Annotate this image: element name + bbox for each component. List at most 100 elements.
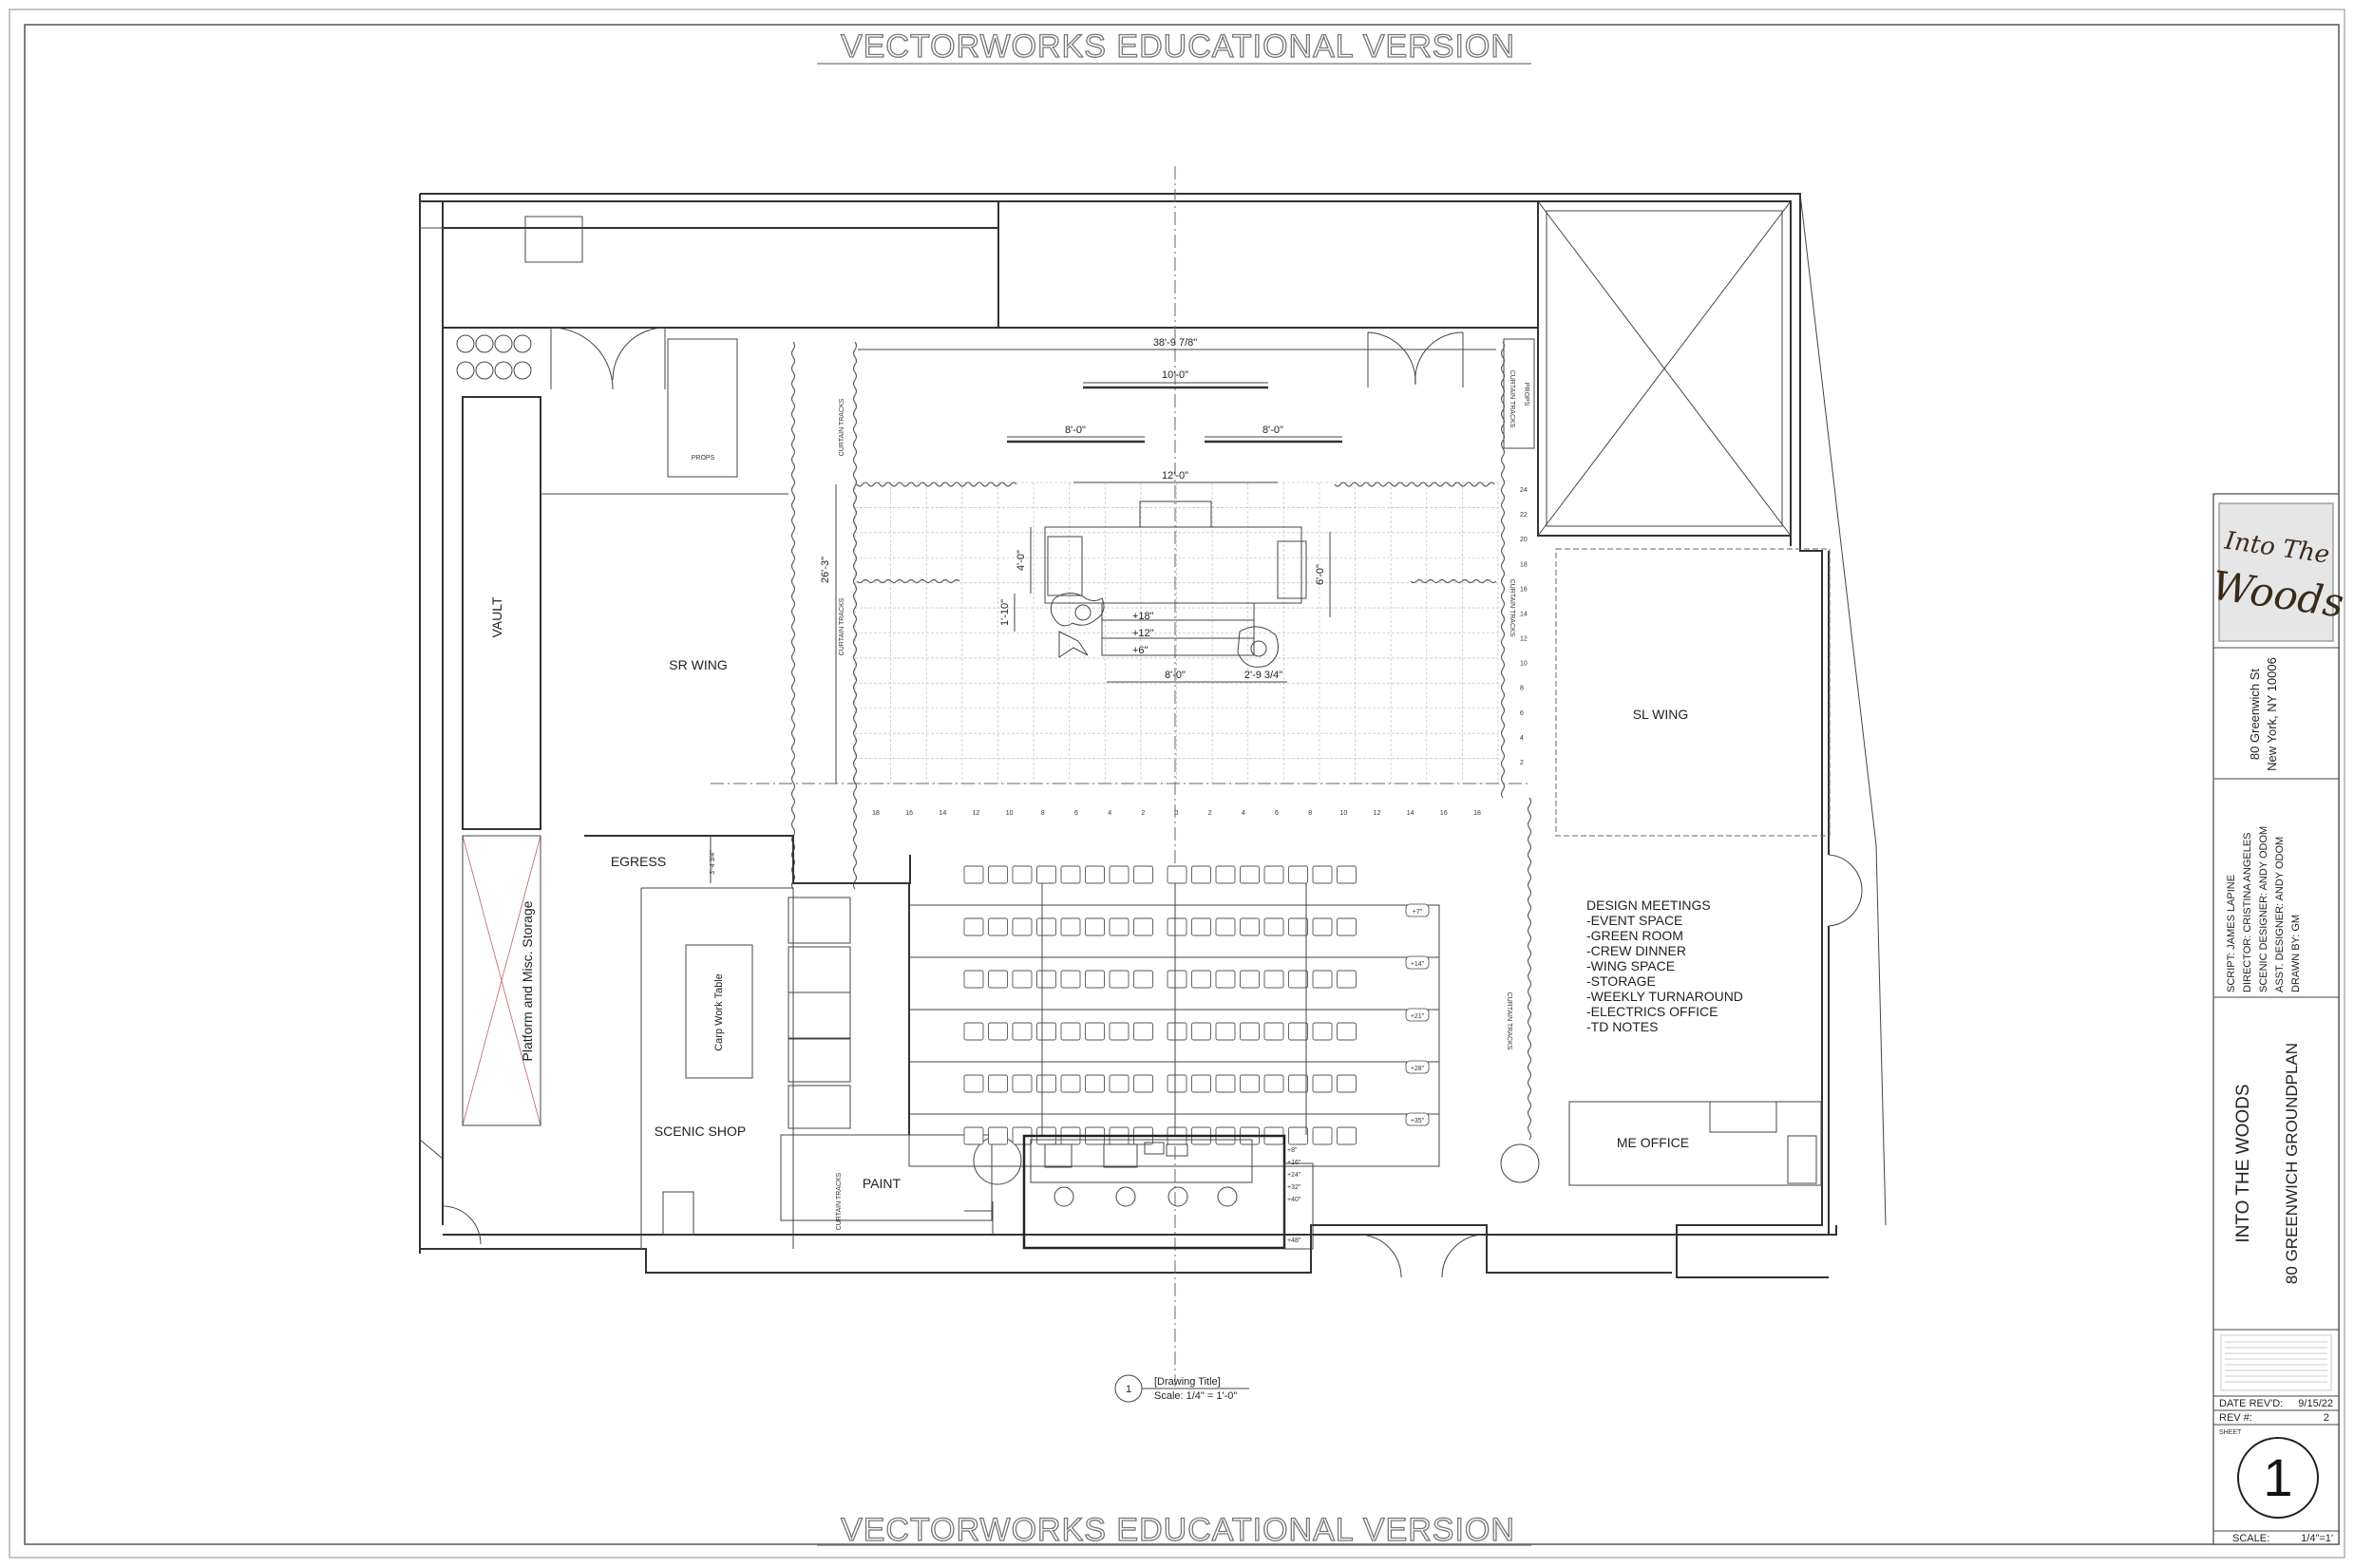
sheet-outer-border [9,9,2345,1559]
vault-label: VAULT [489,596,504,637]
grid-x-label: 12 [973,810,980,817]
dimension-lines: 38'-9 7/8" 10'-0" 8'-0" 8'-0" 12'-0" 26'… [710,337,1496,883]
platform-height-18: +18" [1132,611,1154,622]
platform-storage-label: Platform and Misc. Storage [520,900,535,1061]
grid-y-label: 4 [1520,735,1524,742]
grid-x-label: 14 [1407,810,1414,817]
drawing-title: [Drawing Title] [1154,1376,1221,1388]
grid-x-label: 4 [1108,810,1111,817]
grid-x-label: 8 [1308,810,1312,817]
riser-label: +7" [1413,909,1423,916]
svg-text:6'-0": 6'-0" [1315,564,1326,585]
address-line1: 80 Greenwich St [2248,669,2262,760]
design-meetings-line: -GREEN ROOM [1586,928,1683,943]
date-label: DATE REV'D: [2219,1398,2283,1409]
control-booth [1022,1134,1314,1250]
svg-text:3'-4 3/4": 3'-4 3/4" [710,850,716,875]
drawing-title-marker: 1 [1114,1374,1249,1403]
grid-x-label: 2 [1208,810,1212,817]
grid-x-label: 8 [1041,810,1045,817]
booth-step-label: +8" [1287,1147,1298,1154]
riser-label: +14" [1411,961,1425,968]
watermark-bottom: VECTORWORKS EDUCATIONAL VERSION [841,1512,1515,1548]
sheet-label: SHEET [2219,1429,2242,1436]
sheet-inner-border [24,24,2340,1545]
title-block [2212,493,2340,1545]
platform-height-6: +6" [1132,645,1149,656]
grid-x-label: 2 [1141,810,1145,817]
scale-value: 1/4"=1' [2301,1533,2333,1544]
grid-x-label: 18 [872,810,880,817]
grid-x-label: 16 [905,810,913,817]
grid-y-label: 2 [1520,760,1524,766]
doors [442,327,1863,1278]
svg-text:8'-0": 8'-0" [1065,425,1086,436]
drawing-number: 1 [1126,1384,1131,1395]
bin-cluster [456,334,532,380]
sl-wing-area [1555,548,1831,837]
grid-x-label: 14 [939,810,946,817]
riser-height-labels: +7"+14"+21"+28"+35" [1405,903,1430,1126]
design-meetings-line: -EVENT SPACE [1586,913,1682,928]
grid-y-label: 6 [1520,710,1524,717]
grid-y-label: 18 [1520,561,1528,568]
design-meetings-line: -CREW DINNER [1586,943,1686,958]
grid-y-label: 20 [1520,537,1528,543]
stage-platforms [1044,501,1307,668]
booth-step-label: +24" [1287,1172,1301,1179]
design-meetings-line: -TD NOTES [1586,1019,1658,1034]
riser-label: +35" [1411,1118,1425,1124]
show-title: INTO THE WOODS [2233,1084,2253,1242]
me-office-label: ME OFFICE [1617,1135,1689,1150]
svg-text:26'-3": 26'-3" [820,557,831,583]
scale-label: SCALE: [2232,1533,2269,1544]
grid-x-label: 18 [1473,810,1481,817]
credit-line: SCENIC DESIGNER: ANDY ODOM [2258,826,2269,992]
grid-y-label: 24 [1520,487,1528,494]
building-walls [419,193,1887,1278]
sl-wing-label: SL WING [1633,707,1689,722]
stage-grid [854,482,1499,784]
design-meetings-line: -WEEKLY TURNAROUND [1586,989,1743,1004]
carp-table-label: Carp Work Table [713,973,725,1051]
booth-step-label: +40" [1287,1197,1301,1203]
grid-x-label: 10 [1339,810,1347,817]
grid-x-label: 6 [1275,810,1279,817]
curtain-track-label-4: CURTAIN TRACKS [1509,579,1515,637]
egress-label: EGRESS [611,854,666,869]
grid-y-label: 22 [1520,512,1528,519]
sheet-number: 1 [2263,1447,2292,1507]
design-meetings-notes: DESIGN MEETINGS-EVENT SPACE-GREEN ROOM-C… [1586,897,1743,1034]
grid-x-label: 0 [1175,810,1179,817]
booth-step-labels: +8"+16"+24"+32"+40"+48" [1287,1147,1301,1244]
rev-value: 2 [2324,1412,2329,1424]
vault-room [462,396,541,830]
design-meetings-line: -STORAGE [1586,973,1656,989]
svg-text:38'-9 7/8": 38'-9 7/8" [1153,337,1197,349]
sr-wing-label: SR WING [669,657,727,672]
svg-text:8'-0": 8'-0" [1165,670,1186,681]
address-line2: New York, NY 10006 [2265,657,2279,771]
booth-step-label: +32" [1287,1184,1301,1191]
svg-text:2'-9 3/4": 2'-9 3/4" [1244,670,1282,681]
paint-label: PAINT [863,1176,902,1191]
grid-y-label: 12 [1520,636,1528,643]
svg-text:12'-0": 12'-0" [1162,470,1188,482]
props-shelf-label: PROPS [1523,383,1529,406]
grid-y-label: 14 [1520,611,1528,617]
scenic-shop-label: SCENIC SHOP [655,1124,746,1139]
curtain-tracks [790,341,1532,1141]
svg-text:10'-0": 10'-0" [1162,369,1188,381]
grid-x-label: 16 [1440,810,1448,817]
platform-storage-area [462,835,541,1126]
design-meetings-line: DESIGN MEETINGS [1586,897,1711,913]
svg-text:1'-10": 1'-10" [999,599,1011,626]
credit-line: DIRECTOR: CRISTINA ANGELES [2242,832,2253,992]
platform-height-12: +12" [1132,628,1154,639]
props-cabinet-label: PROPS [692,455,715,462]
design-meetings-line: -WING SPACE [1586,958,1675,973]
drawing-scale: Scale: 1/4" = 1'-0" [1154,1390,1237,1402]
